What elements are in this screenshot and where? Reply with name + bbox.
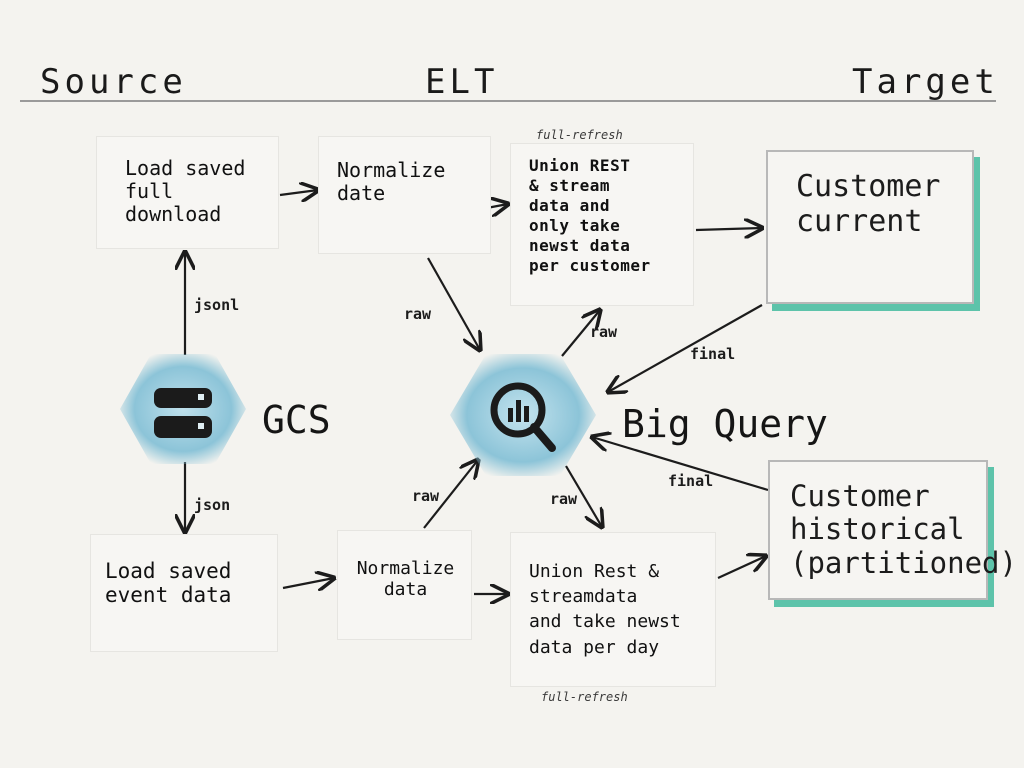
box-label: Union REST & stream data and only take n… [529,156,651,275]
box-label: Load saved event data [105,559,232,608]
arrow-historical-to-bq [592,437,769,492]
storage-icon [120,354,246,464]
box-label: Union Rest & streamdata and take newst d… [529,561,681,658]
gcs-label: GCS [262,398,331,442]
edge-label-raw-top-left: raw [404,305,432,323]
edge-label-final-top: final [690,345,736,363]
arrow-load-full-to-normalize [279,190,318,195]
box-normalize-top: Normalize date [318,136,491,254]
edge-label-raw-bottom-right: raw [550,490,578,508]
target-label: Customer historical (partitioned) [790,479,1017,580]
arrow-normalize-bottom-to-bq [423,460,478,529]
box-load-event: Load saved event data [90,534,278,652]
edge-label-raw-top-right: raw [590,323,618,341]
note-full-refresh-top: full-refresh [536,128,623,142]
edge-label-jsonl: jsonl [194,296,240,314]
box-label: Normalize data [356,558,455,600]
note-full-refresh-bottom: full-refresh [541,690,628,704]
box-load-full-download: Load saved full download [96,136,279,249]
header-divider [20,100,996,102]
bigquery-label: Big Query [622,402,828,446]
edge-label-final-bottom: final [668,472,714,490]
edge-label-json: json [194,496,231,514]
edge-label-raw-bottom-left: raw [412,487,440,505]
arrow-bq-to-union-top [561,310,600,357]
arrow-load-event-to-normalize [282,578,334,588]
arrow-current-to-bq [608,304,763,392]
arrow-union-to-current [695,228,762,230]
box-union-bottom: Union Rest & streamdata and take newst d… [510,532,716,687]
arrow-normalize-to-bq [427,257,480,350]
box-normalize-bottom: Normalize data [337,530,472,640]
box-label: Load saved full download [125,156,246,226]
target-customer-current: Customer current [766,150,974,304]
box-label: Normalize date [337,158,446,205]
bigquery-icon [450,354,596,476]
target-customer-historical: Customer historical (partitioned) [768,460,1017,600]
header-elt: ELT [425,62,499,102]
header-target: Target [852,62,999,102]
box-union-top: Union REST & stream data and only take n… [510,143,694,306]
header-source: Source [40,62,187,102]
target-label: Customer current [796,169,941,239]
arrow-union-to-historical [717,556,766,579]
arrow-bq-to-union-bottom [565,465,602,527]
